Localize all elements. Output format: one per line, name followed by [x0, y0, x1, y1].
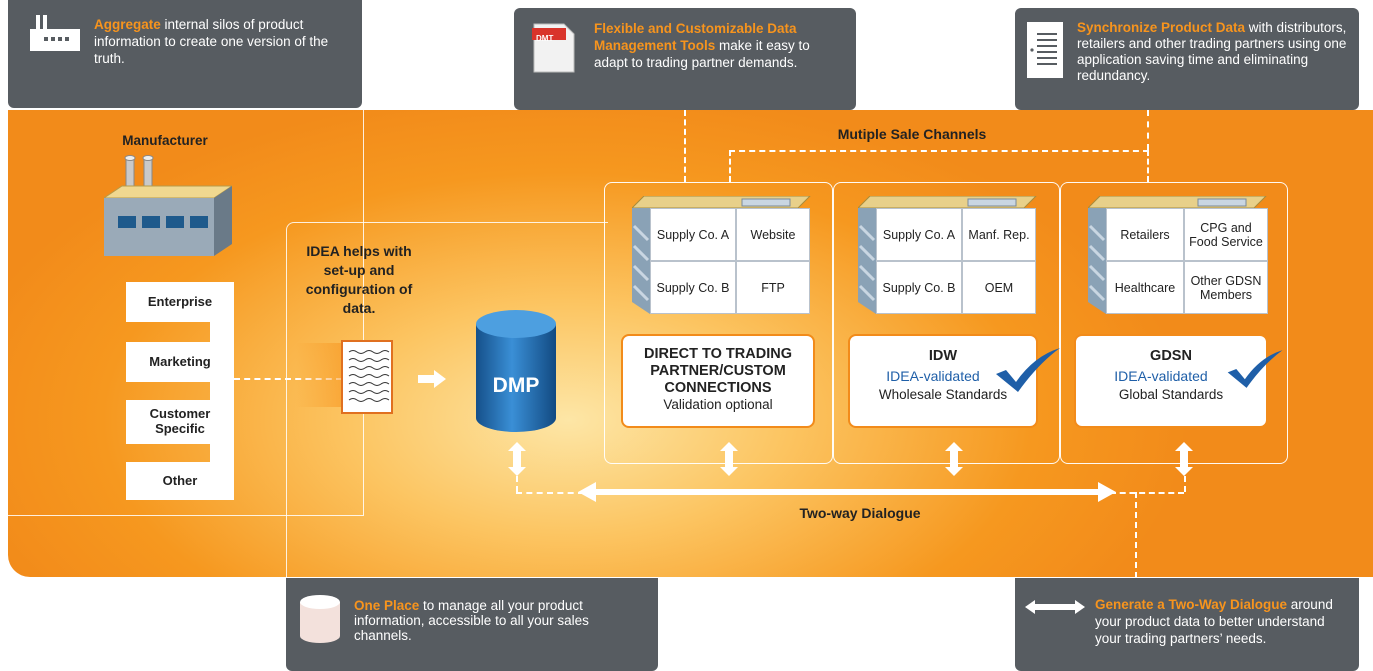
dmt-tag: DMT: [536, 34, 554, 43]
idea-help-text: IDEA helps with set-up and configuration…: [305, 243, 413, 316]
callout-tools-highlight: Flexible and Customizable Data Managemen…: [594, 21, 797, 53]
dmp-database: [476, 310, 556, 432]
dialogue-dash-line: [516, 492, 584, 494]
stack-marketing: Marketing: [126, 342, 234, 382]
dialogue-dash-line: [1110, 492, 1184, 494]
channel-panel-idw: [833, 182, 1060, 464]
callout-aggregate-highlight: Aggregate: [94, 17, 161, 32]
document-icon: [532, 23, 575, 73]
callout-dialogue: Generate a Two-Way Dialogue around your …: [1015, 578, 1359, 671]
card-gdsn-sub: Global Standards: [1118, 387, 1224, 402]
vertical-double-arrow-icon: [945, 442, 963, 476]
channel-cell: Supply Co. A: [876, 208, 962, 261]
channel-cell: Healthcare: [1106, 261, 1184, 314]
stack-customer-specific: Customer Specific: [126, 400, 234, 444]
card-direct-title: DIRECT TO TRADING PARTNER/CUSTOM CONNECT…: [644, 346, 792, 396]
channel-cell: Supply Co. B: [650, 261, 736, 314]
marketing-link: [234, 378, 342, 380]
connector-dialogue: [1135, 492, 1137, 578]
channel-panel-gdsn: [1060, 182, 1288, 464]
channel-box-direct: Supply Co. A Website Supply Co. B FTP: [632, 196, 822, 314]
channel-cell: Retailers: [1106, 208, 1184, 261]
channel-cell: FTP: [736, 261, 810, 314]
callout-dialogue-text: around your product data to better under…: [1095, 597, 1333, 646]
dialogue-dash-left: [516, 476, 518, 492]
card-idw-title: IDW: [928, 348, 958, 364]
data-stream: [296, 343, 344, 407]
callout-sync: Synchronize Product Data with distributo…: [1015, 8, 1359, 110]
vertical-double-arrow-icon: [1175, 442, 1193, 476]
card-idw-validated: IDEA-validated: [886, 368, 980, 384]
dialogue-dash-right: [1184, 476, 1186, 492]
sale-channels-title: Mutiple Sale Channels: [837, 126, 987, 142]
channel-cell: Supply Co. B: [876, 261, 962, 314]
connector-tools: [684, 110, 686, 182]
manufacturer-title: Manufacturer: [122, 133, 208, 148]
channel-box-idw: Supply Co. A Manf. Rep. Supply Co. B OEM: [858, 196, 1048, 314]
callout-sync-highlight: Synchronize Product Data: [1077, 20, 1246, 35]
stack-enterprise: Enterprise: [126, 282, 234, 322]
connector-sync: [1147, 110, 1149, 150]
stack-other: Other: [126, 462, 234, 500]
card-idw-sub: Wholesale Standards: [878, 387, 1008, 402]
database-icon: [300, 595, 340, 643]
channel-panel-direct: [604, 182, 833, 464]
callout-one-place: One Place to manage all your product inf…: [286, 578, 658, 671]
sale-channels-line: [729, 150, 1149, 152]
card-direct-sub: Validation optional: [663, 397, 773, 412]
callout-aggregate: Aggregate internal silos of product info…: [8, 0, 362, 108]
data-document-icon: [341, 340, 393, 414]
card-gdsn-title: GDSN: [1150, 348, 1192, 364]
channel-cell: OEM: [962, 261, 1036, 314]
channel-cell: CPG and Food Service: [1184, 208, 1268, 261]
two-way-label: Two-way Dialogue: [799, 505, 921, 521]
callout-aggregate-text: internal silos of product information to…: [94, 17, 329, 66]
double-arrow-icon: [1025, 600, 1085, 614]
callout-tools: DMT Flexible and Customizable Data Manag…: [514, 8, 856, 110]
two-way-arrow-icon: [578, 482, 1116, 502]
callout-sync-text: with distributors, retailers and other t…: [1077, 20, 1347, 83]
card-gdsn-validated: IDEA-validated: [1114, 368, 1208, 384]
vertical-double-arrow-icon: [720, 442, 738, 476]
arrow-right-icon: [418, 370, 446, 388]
callout-one-place-text: to manage all your product information, …: [354, 598, 589, 643]
checkmark-icon: [1227, 350, 1283, 388]
server-icon: [1027, 22, 1063, 78]
channel-cell: Supply Co. A: [650, 208, 736, 261]
connector-sale-left: [729, 150, 731, 182]
callout-tools-text: make it easy to adapt to trading partner…: [594, 38, 810, 70]
connector-sale-right: [1147, 150, 1149, 182]
dmp-frame: [286, 222, 608, 578]
card-direct: DIRECT TO TRADING PARTNER/CUSTOM CONNECT…: [621, 334, 815, 428]
checkmark-icon: [996, 348, 1060, 392]
callout-one-place-highlight: One Place: [354, 598, 420, 613]
channel-cell: Manf. Rep.: [962, 208, 1036, 261]
channel-cell: Other GDSN Members: [1184, 261, 1268, 314]
dmp-label: DMP: [492, 374, 540, 397]
channel-box-gdsn: Retailers CPG and Food Service Healthcar…: [1088, 196, 1278, 314]
manufacturer-frame: [8, 110, 364, 516]
channel-cell: Website: [736, 208, 810, 261]
factory-icon: [30, 15, 80, 51]
factory-building-icon: [104, 155, 232, 256]
card-gdsn: GDSN IDEA-validated Global Standards: [1074, 334, 1268, 428]
callout-dialogue-highlight: Generate a Two-Way Dialogue: [1095, 597, 1288, 612]
vertical-double-arrow-icon: [508, 442, 526, 476]
